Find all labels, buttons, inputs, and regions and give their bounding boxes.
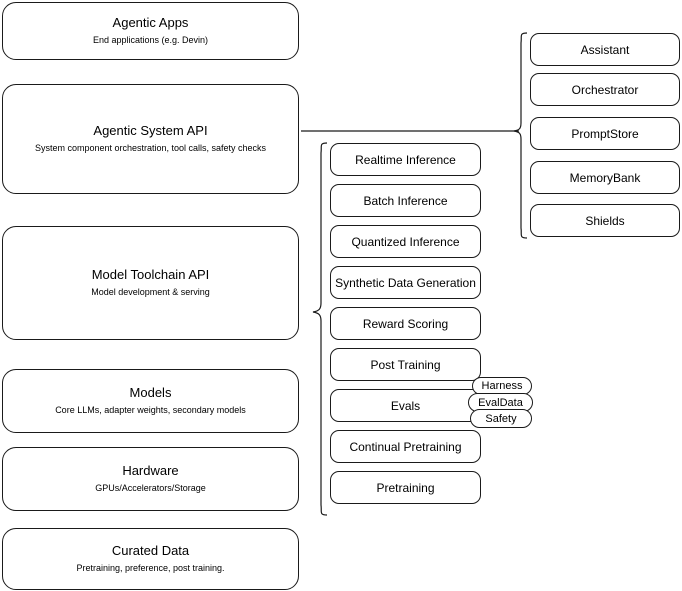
layer-title: Model Toolchain API (91, 267, 210, 282)
item-label: Reward Scoring (362, 316, 449, 331)
item-label: Post Training (370, 357, 441, 372)
layer-subtitle: System component orchestration, tool cal… (34, 143, 267, 153)
layer-hardware[interactable]: Hardware GPUs/Accelerators/Storage (2, 447, 299, 511)
item-label: Batch Inference (363, 193, 448, 208)
toolchain-item-reward-scoring[interactable]: Reward Scoring (330, 307, 481, 340)
layer-subtitle: End applications (e.g. Devin) (92, 35, 209, 45)
layer-title: Models (129, 385, 172, 400)
toolchain-item-batch-inference[interactable]: Batch Inference (330, 184, 481, 217)
toolchain-item-post-training[interactable]: Post Training (330, 348, 481, 381)
layer-curated-data[interactable]: Curated Data Pretraining, preference, po… (2, 528, 299, 590)
item-label: Shields (585, 213, 625, 228)
layer-subtitle: Core LLMs, adapter weights, secondary mo… (55, 405, 246, 415)
layer-title: Agentic System API (93, 123, 208, 138)
layer-agentic-apps[interactable]: Agentic Apps End applications (e.g. Devi… (2, 2, 299, 60)
layer-title: Agentic Apps (112, 15, 189, 30)
item-label: Assistant (580, 42, 630, 57)
item-label: Realtime Inference (355, 152, 456, 167)
layer-title: Curated Data (111, 543, 190, 558)
layer-title: Hardware (122, 463, 179, 478)
item-label: Synthetic Data Generation (335, 275, 476, 290)
toolchain-item-quantized-inference[interactable]: Quantized Inference (330, 225, 481, 258)
item-label: Evals (390, 398, 421, 413)
pill-label: EvalData (478, 396, 523, 409)
agentic-item-assistant[interactable]: Assistant (530, 33, 680, 66)
item-label: Orchestrator (571, 82, 639, 97)
pill-label: Harness (481, 380, 523, 392)
toolchain-item-synthetic-data-generation[interactable]: Synthetic Data Generation (330, 266, 481, 299)
brace-agentic-system (513, 32, 528, 239)
layer-agentic-system-api[interactable]: Agentic System API System component orch… (2, 84, 299, 194)
item-label: Quantized Inference (351, 234, 460, 249)
agentic-item-memorybank[interactable]: MemoryBank (530, 161, 680, 194)
brace-model-toolchain (312, 142, 328, 516)
evals-pill-safety[interactable]: Safety (470, 409, 532, 428)
agentic-item-promptstore[interactable]: PromptStore (530, 117, 680, 150)
layer-subtitle: GPUs/Accelerators/Storage (95, 483, 206, 493)
item-label: Continual Pretraining (349, 439, 462, 454)
agentic-item-orchestrator[interactable]: Orchestrator (530, 73, 680, 106)
toolchain-item-pretraining[interactable]: Pretraining (330, 471, 481, 504)
item-label: MemoryBank (569, 170, 641, 185)
layer-models[interactable]: Models Core LLMs, adapter weights, secon… (2, 369, 299, 433)
toolchain-item-continual-pretraining[interactable]: Continual Pretraining (330, 430, 481, 463)
toolchain-item-evals[interactable]: Evals (330, 389, 481, 422)
layer-model-toolchain-api[interactable]: Model Toolchain API Model development & … (2, 226, 299, 340)
item-label: Pretraining (376, 480, 435, 495)
agentic-item-shields[interactable]: Shields (530, 204, 680, 237)
pill-label: Safety (485, 412, 517, 425)
layer-subtitle: Pretraining, preference, post training. (76, 563, 225, 573)
item-label: PromptStore (571, 126, 639, 141)
layer-subtitle: Model development & serving (91, 287, 210, 297)
toolchain-item-realtime-inference[interactable]: Realtime Inference (330, 143, 481, 176)
